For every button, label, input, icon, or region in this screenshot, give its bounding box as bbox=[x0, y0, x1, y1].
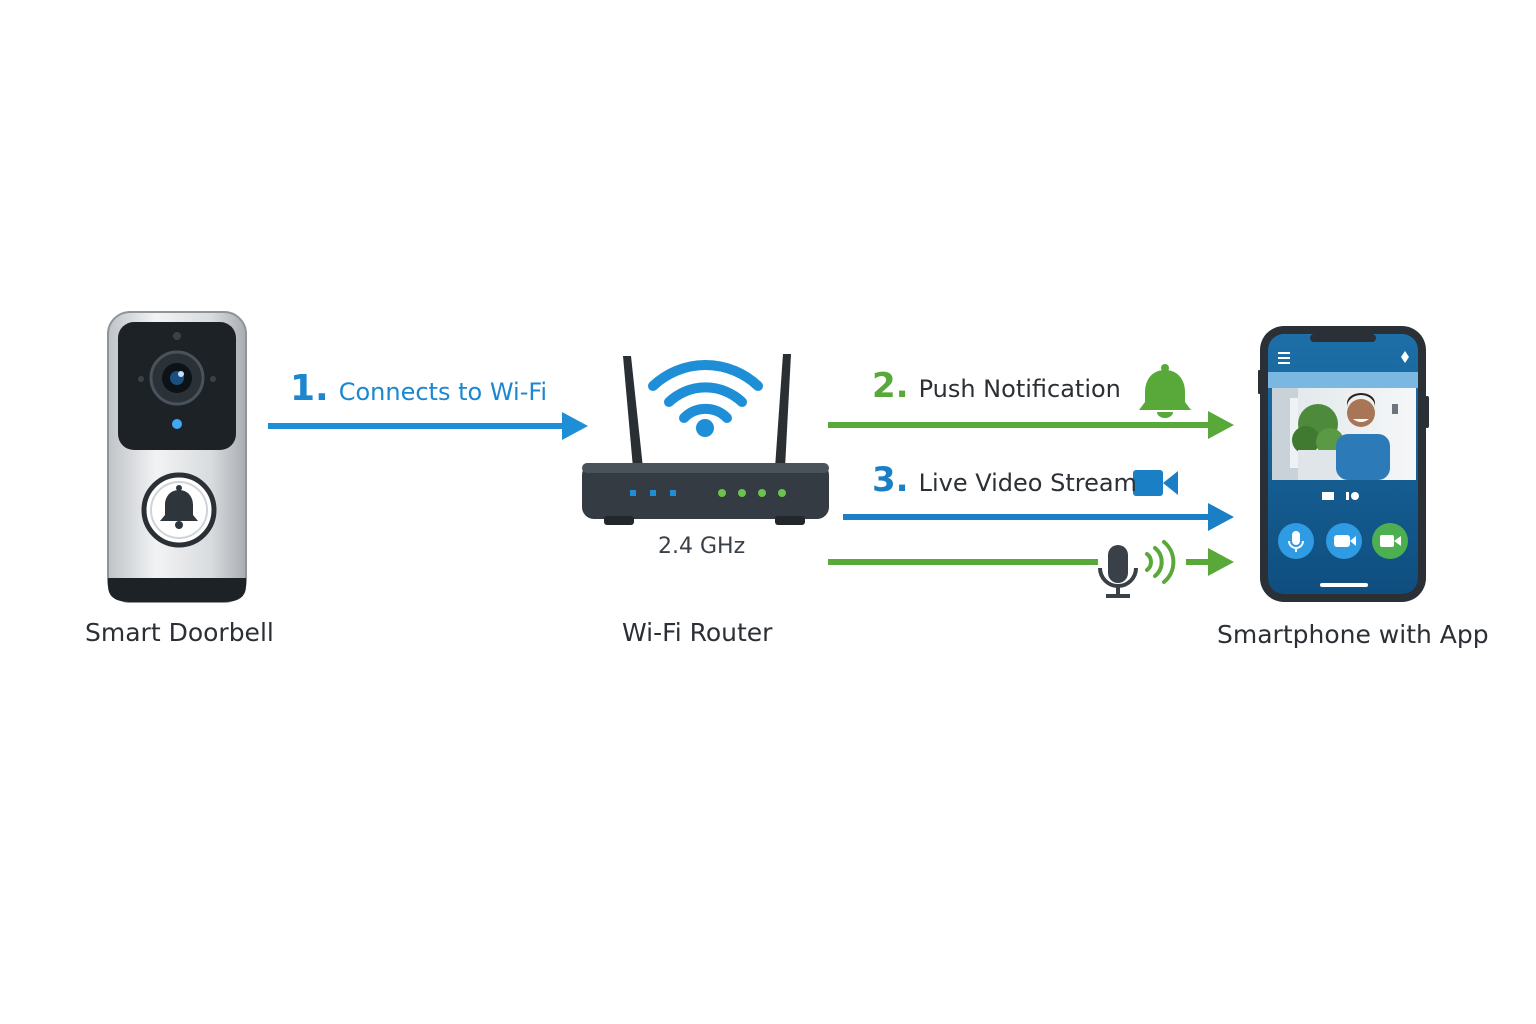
video-camera-icon bbox=[1133, 470, 1178, 496]
phone-video-call-button bbox=[1372, 523, 1408, 559]
router-led bbox=[758, 489, 766, 497]
step-3-text: Live Video Stream bbox=[918, 469, 1137, 497]
visitor-face bbox=[1347, 399, 1375, 427]
router-led bbox=[738, 489, 746, 497]
router-led bbox=[630, 490, 636, 496]
arrow-live-video bbox=[843, 503, 1234, 531]
bell-icon bbox=[1139, 364, 1191, 418]
router-label: Wi-Fi Router bbox=[622, 618, 773, 647]
phone-camera-button bbox=[1326, 523, 1362, 559]
visitor-body bbox=[1336, 434, 1390, 480]
arrow-doorbell-to-router bbox=[268, 412, 588, 440]
doorbell-bell-icon bbox=[160, 485, 198, 529]
step-2-number: 2. bbox=[872, 366, 909, 406]
arrow-push-notification bbox=[828, 411, 1234, 439]
router-led bbox=[718, 489, 726, 497]
doorbell-device bbox=[107, 311, 247, 603]
phone-mic-button bbox=[1278, 523, 1314, 559]
router-device bbox=[582, 354, 829, 525]
step-3-number: 3. bbox=[872, 460, 909, 500]
phone-label: Smartphone with App bbox=[1217, 620, 1489, 649]
arrow-two-way-audio bbox=[828, 548, 1234, 576]
settings-icon bbox=[1401, 351, 1409, 363]
step-1-label: 1. Connects to Wi-Fi bbox=[290, 368, 547, 409]
wifi-signal-icon bbox=[648, 359, 763, 437]
step-1-number: 1. bbox=[290, 368, 329, 409]
router-band-label: 2.4 GHz bbox=[658, 534, 746, 559]
step-1-text: Connects to Wi-Fi bbox=[338, 378, 548, 406]
step-2-label: 2. Push Notification bbox=[872, 366, 1121, 406]
step-3-label: 3. Live Video Stream bbox=[872, 460, 1137, 500]
phone-home-indicator bbox=[1320, 583, 1368, 587]
doorbell-status-led bbox=[172, 419, 182, 429]
menu-icon bbox=[1278, 352, 1290, 364]
router-led bbox=[650, 490, 656, 496]
live-video-feed bbox=[1272, 388, 1416, 480]
router-led bbox=[670, 490, 676, 496]
doorbell-label: Smart Doorbell bbox=[85, 618, 274, 647]
smartphone-device bbox=[1258, 326, 1429, 602]
router-led bbox=[778, 489, 786, 497]
sound-waves-icon bbox=[1145, 540, 1176, 584]
microphone-icon bbox=[1098, 545, 1138, 598]
step-2-text: Push Notification bbox=[918, 375, 1121, 403]
